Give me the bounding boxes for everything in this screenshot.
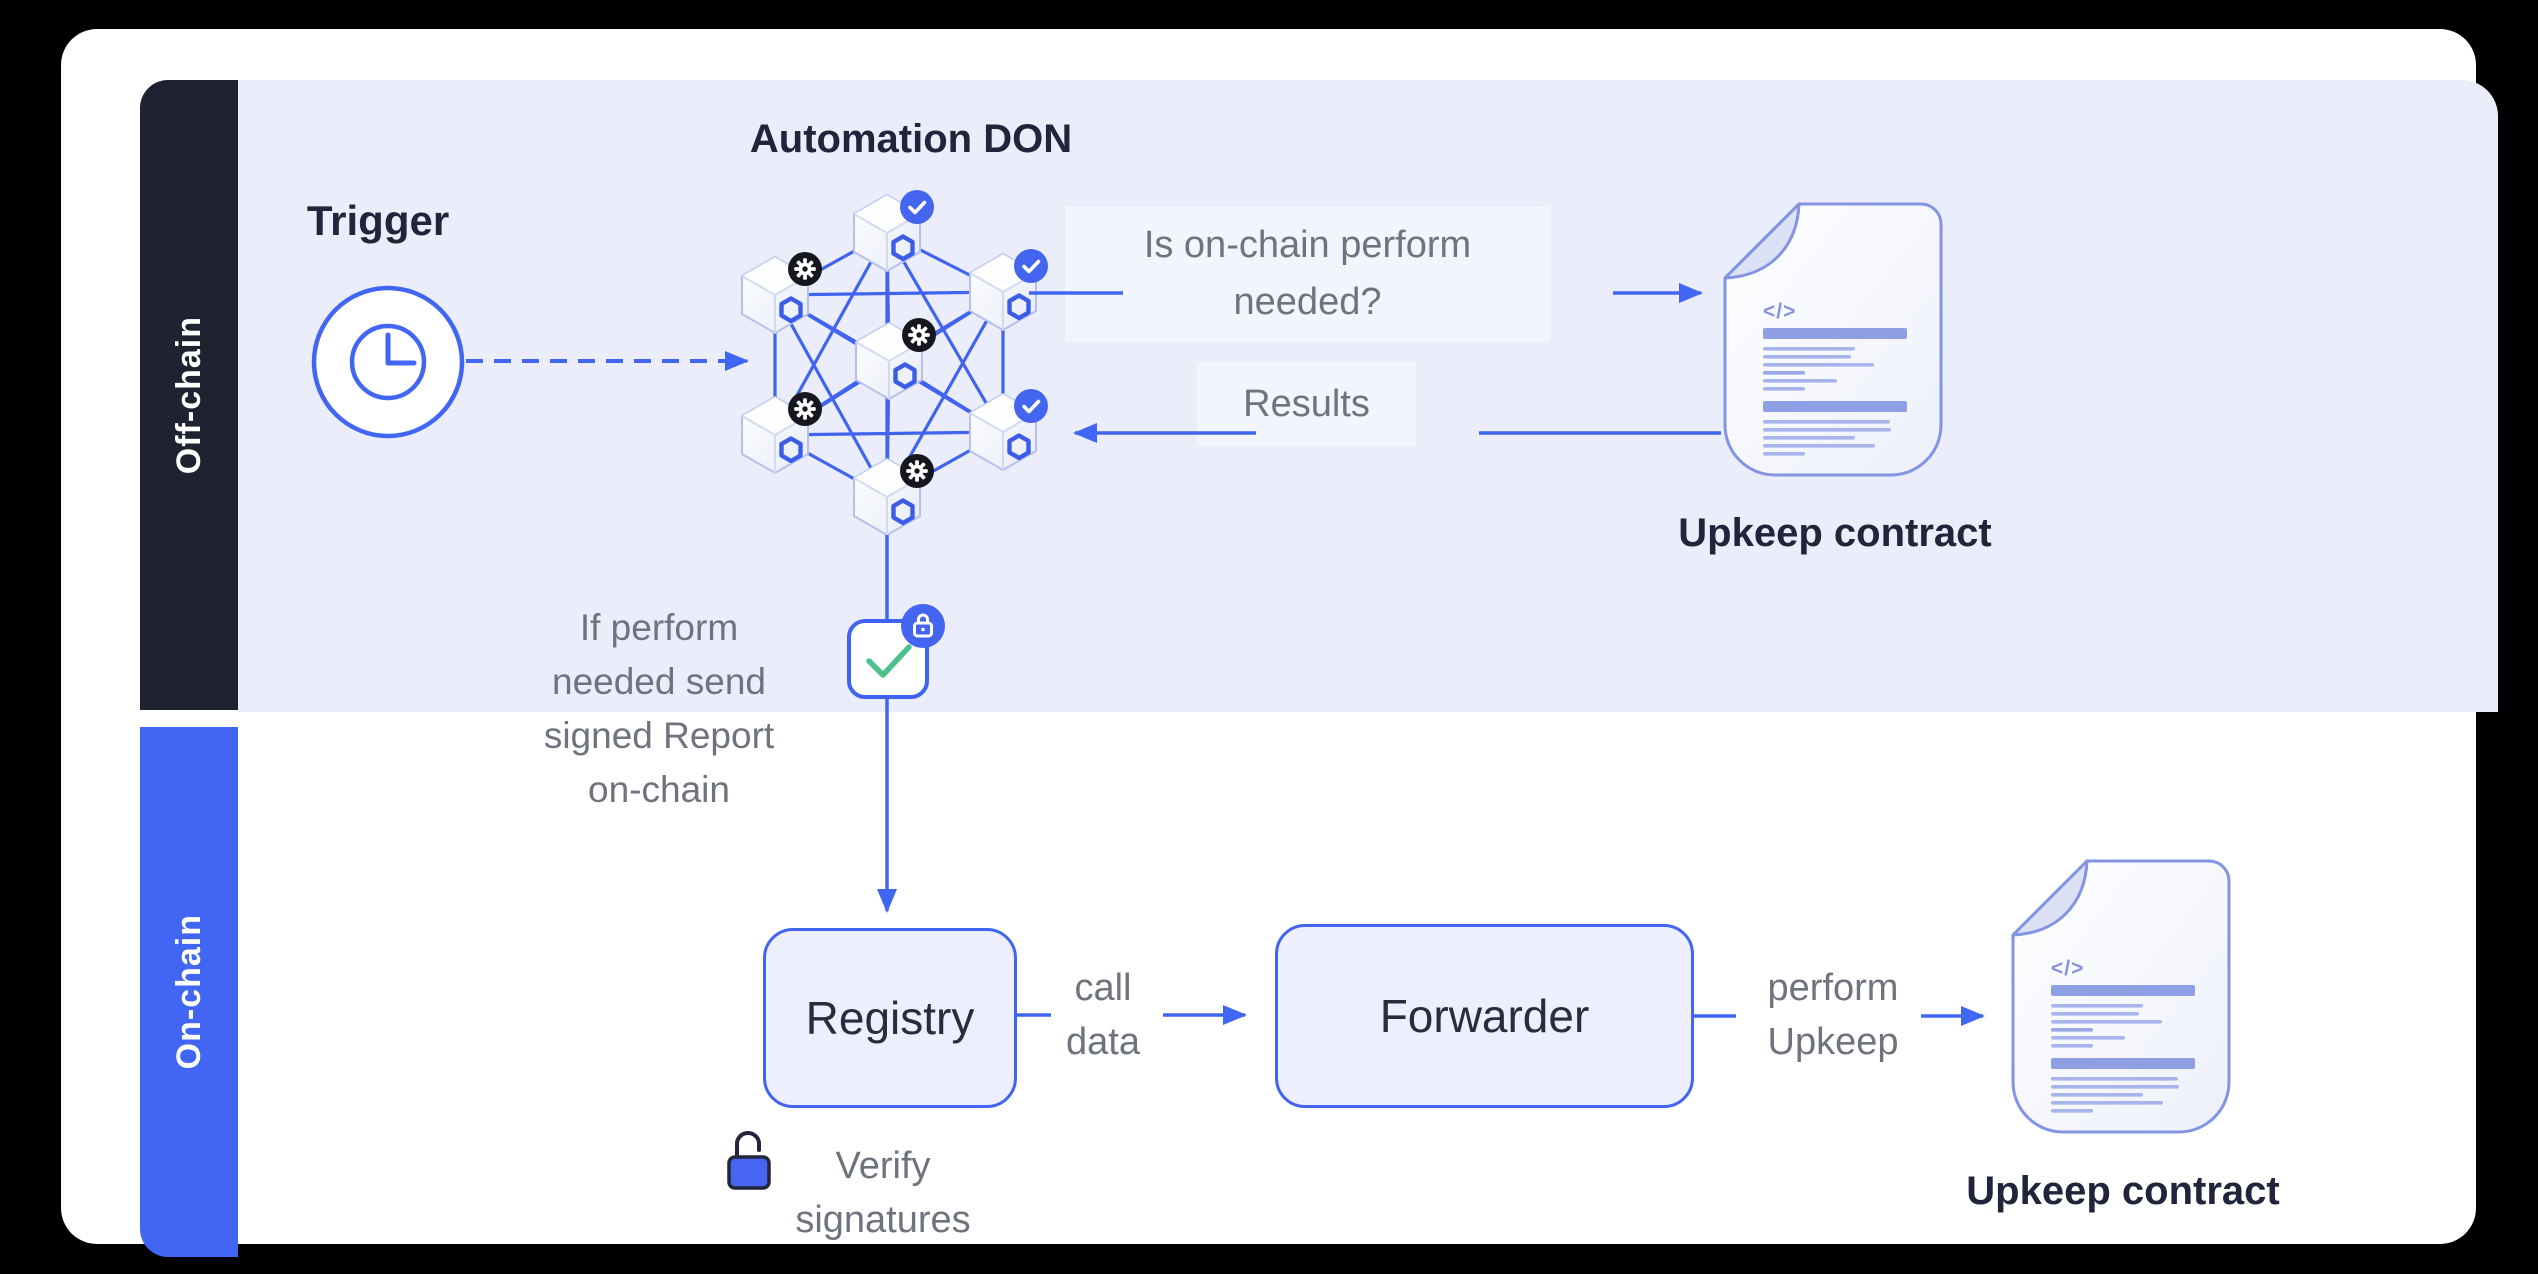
registry-box: Registry	[763, 928, 1017, 1108]
offchain-rail-label: Off-chain	[169, 315, 208, 475]
forwarder-label: Forwarder	[1379, 990, 1590, 1042]
onchain-rail: On-chain	[140, 727, 238, 1257]
don-title: Automation DON	[749, 117, 1073, 161]
results-text: Results	[1243, 382, 1370, 425]
results-note: Results	[1197, 362, 1416, 446]
upkeep-contract-label-top: Upkeep contract	[1678, 511, 1992, 555]
offchain-rail: Off-chain	[140, 80, 238, 710]
diagram-card: Off-chain On-chain Is on-chain perform n…	[61, 29, 2498, 1257]
registry-label: Registry	[805, 992, 975, 1044]
perform-upkeep-label: perform Upkeep	[1767, 967, 1899, 1063]
question-text: Is on-chain perform needed?	[1143, 224, 1472, 323]
report-note: If perform needed send signed Report on-…	[543, 607, 775, 810]
upkeep-contract-label-bottom: Upkeep contract	[1966, 1169, 2280, 1213]
verify-signatures-label: Verify signatures	[795, 1145, 971, 1241]
question-note: Is on-chain perform needed?	[1065, 206, 1550, 342]
onchain-rail-label: On-chain	[169, 914, 208, 1070]
call-data-label: call data	[1066, 967, 1140, 1063]
forwarder-box: Forwarder	[1275, 924, 1694, 1108]
trigger-label: Trigger	[306, 197, 450, 244]
open-padlock-icon	[727, 1130, 771, 1190]
code-document-icon	[2011, 859, 2231, 1134]
